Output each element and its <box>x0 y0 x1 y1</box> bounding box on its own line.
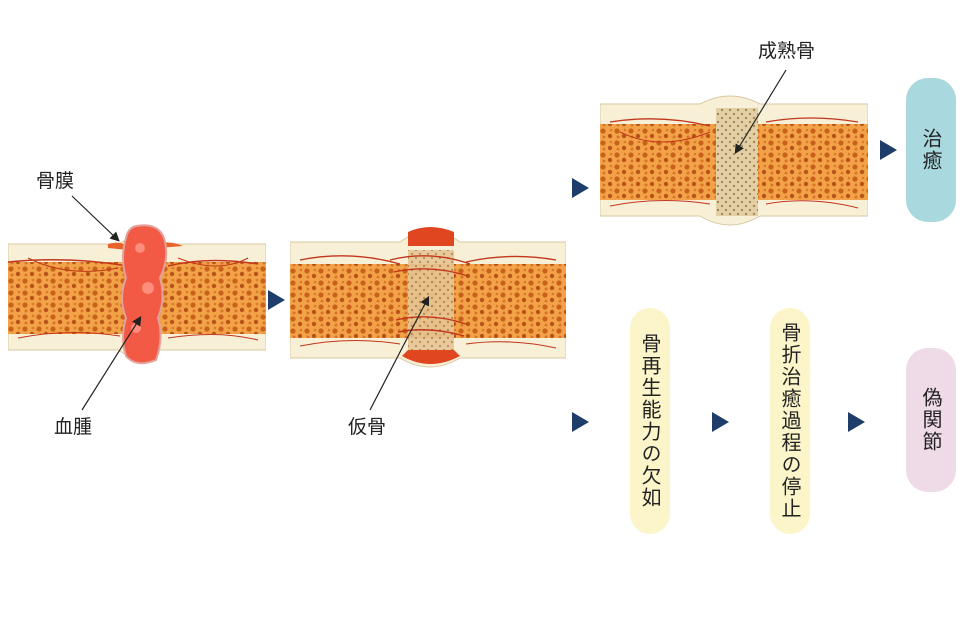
arrow-to-mature <box>572 178 589 198</box>
healing-stop-text: 骨折治癒過程の停止 <box>778 322 802 520</box>
bone-stage-hematoma <box>8 224 266 365</box>
callus-label: 仮骨 <box>348 416 387 438</box>
healing-text: 治癒 <box>919 128 943 172</box>
pseudarthrosis-text: 偽関節 <box>919 387 943 453</box>
bone-stage-callus <box>290 227 566 368</box>
arrow-to-pseudarthrosis <box>848 412 865 432</box>
arrow-hematoma-to-callus <box>268 290 285 310</box>
arrow-mature-to-healing <box>880 140 897 160</box>
arrow-to-healing-stop <box>712 412 729 432</box>
hematoma-label: 血腫 <box>54 416 93 438</box>
lack-regeneration-pill: 骨再生能力の欠如 <box>630 308 670 534</box>
lack-regeneration-text: 骨再生能力の欠如 <box>638 333 662 509</box>
mature-bone-label: 成熟骨 <box>758 40 816 62</box>
arrow-to-lack-regeneration <box>572 412 589 432</box>
bone-stage-mature <box>600 95 868 226</box>
healing-pill: 治癒 <box>906 78 956 222</box>
pseudarthrosis-pill: 偽関節 <box>906 348 956 492</box>
healing-stop-pill: 骨折治癒過程の停止 <box>770 308 810 534</box>
periosteum-label: 骨膜 <box>36 170 75 192</box>
